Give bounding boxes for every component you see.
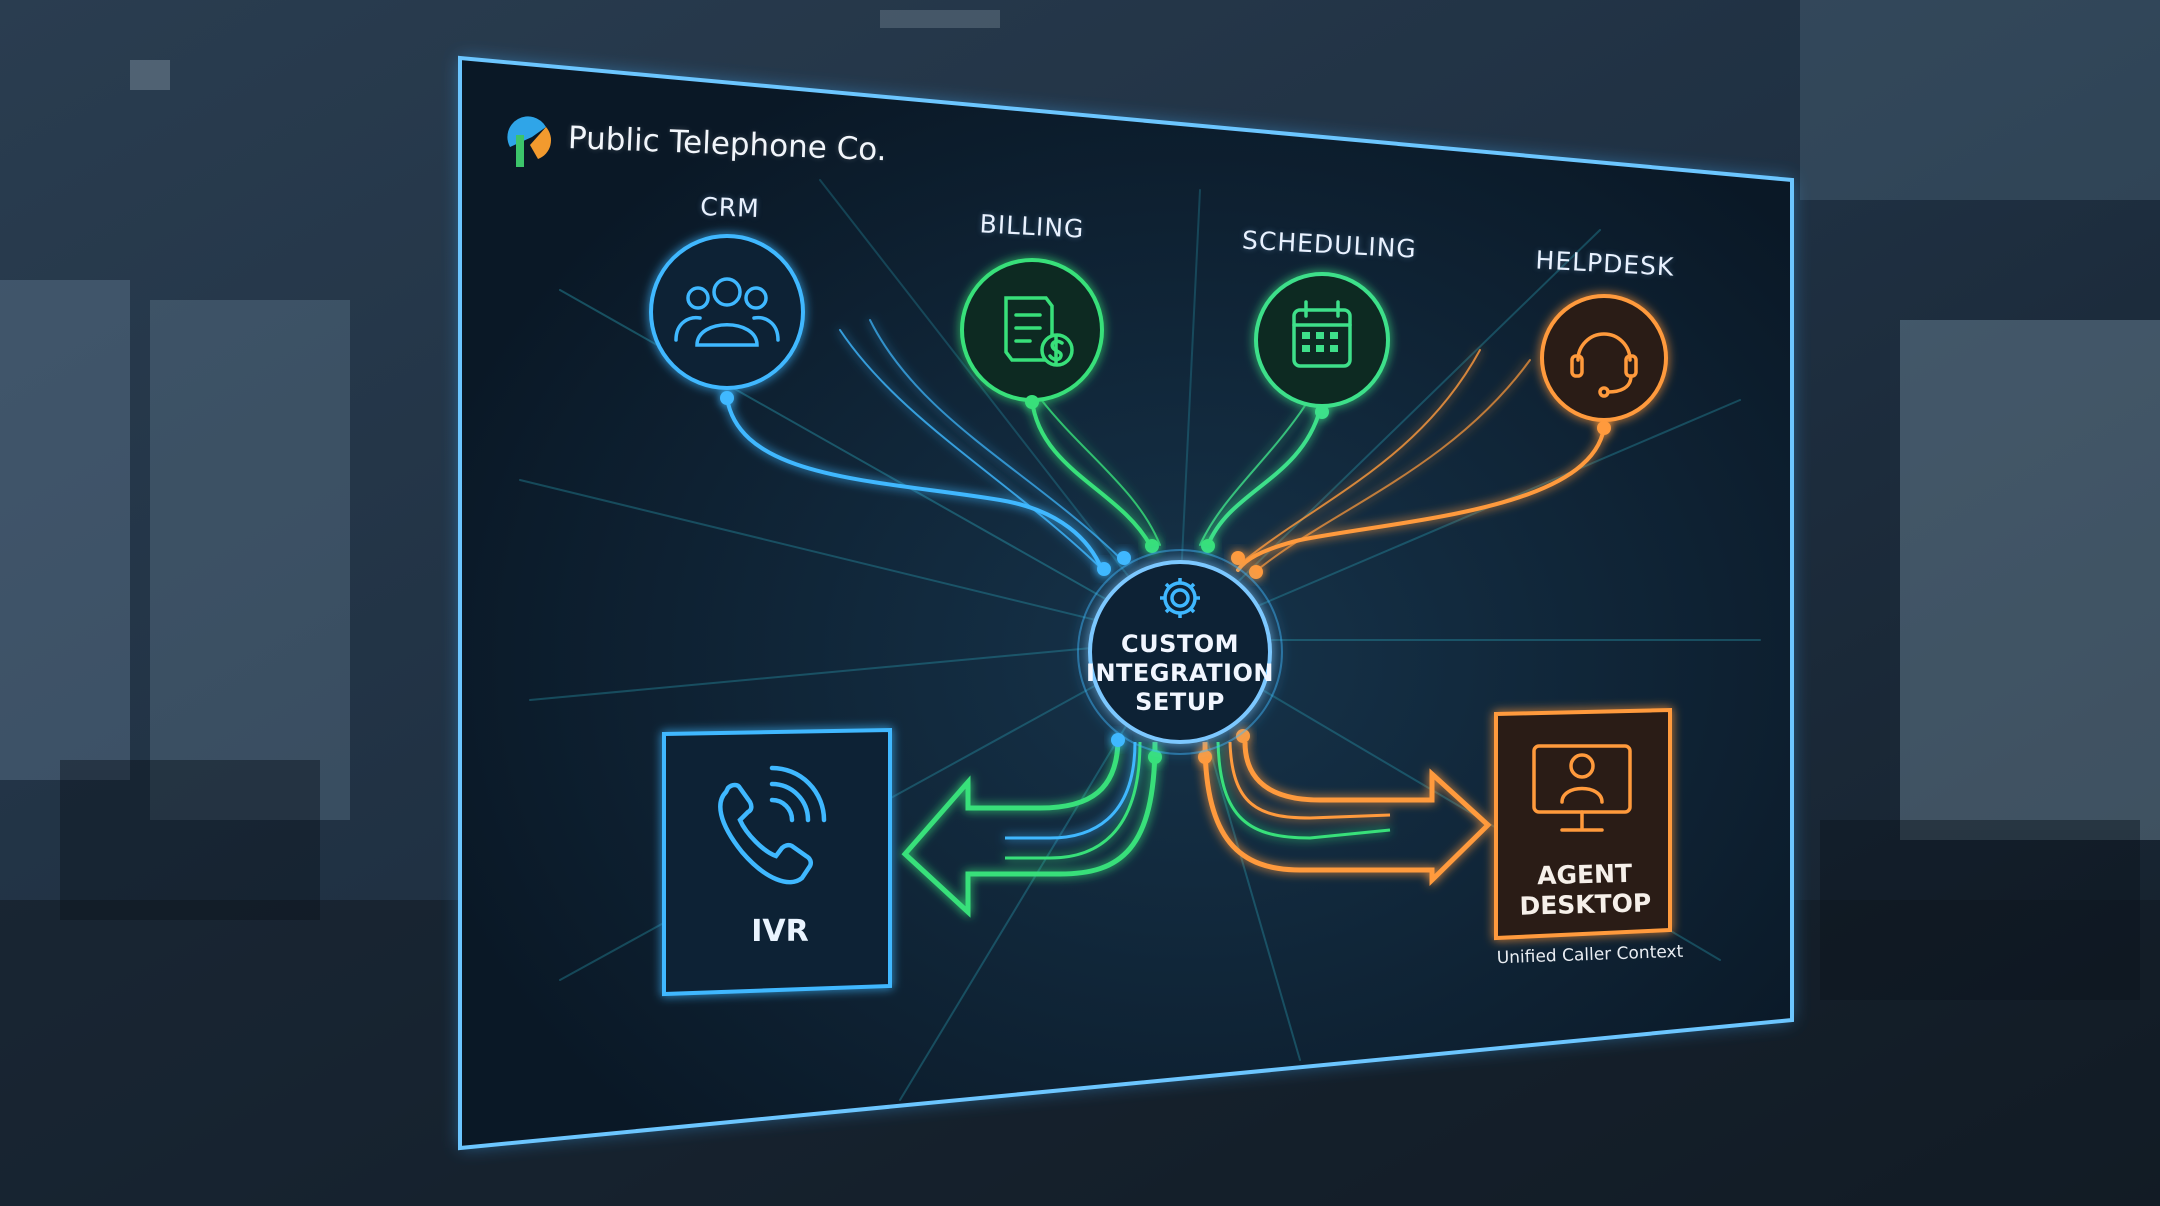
agent-desktop-title: AGENT DESKTOP: [1499, 858, 1671, 922]
monitor-agent-icon: [1532, 744, 1632, 832]
scheduling-node: [1254, 272, 1390, 419]
hub-line-3: SETUP: [1135, 688, 1225, 716]
crm-label: CRM: [699, 191, 761, 224]
calendar-icon: [1292, 300, 1352, 368]
phone-ringing-icon: [718, 765, 827, 885]
users-icon: [674, 277, 780, 347]
invoice-dollar-icon: [1004, 296, 1074, 367]
crm-node: [649, 234, 805, 405]
p-logo-icon: [507, 116, 552, 167]
gear-icon: [1160, 578, 1200, 618]
billing-label: BILLING: [978, 209, 1086, 244]
agent-line-2: DESKTOP: [1519, 888, 1652, 921]
helpdesk-node: [1540, 294, 1668, 435]
headset-icon: [1570, 332, 1638, 398]
hub-title: CUSTOM INTEGRATION SETUP: [1080, 630, 1280, 717]
hub-line-1: CUSTOM: [1120, 630, 1240, 658]
agent-line-1: AGENT: [1536, 858, 1633, 891]
hub-line-2: INTEGRATION: [1086, 659, 1274, 687]
billing-node: [960, 258, 1104, 409]
hub-node: [1077, 549, 1283, 755]
ivr-label: IVR: [751, 914, 809, 949]
